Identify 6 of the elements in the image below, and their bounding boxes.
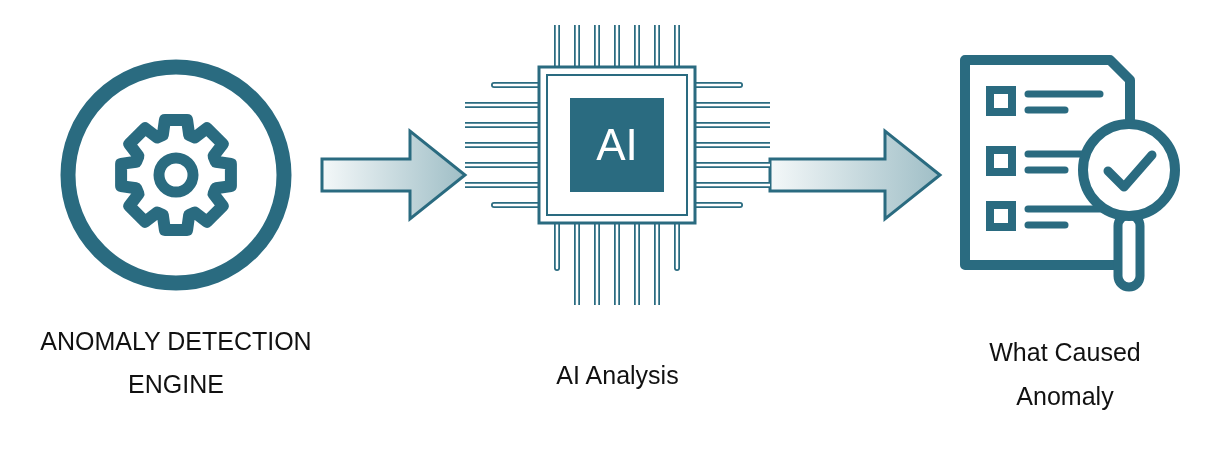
node-caption: ANOMALY DETECTION ENGINE <box>39 326 313 400</box>
block-arrow <box>320 127 468 223</box>
chip-label: AI <box>595 120 639 170</box>
node-caption: AI Analysis <box>556 360 679 391</box>
block-arrow <box>768 127 943 223</box>
node-caption: What Caused Anomaly <box>988 337 1142 412</box>
